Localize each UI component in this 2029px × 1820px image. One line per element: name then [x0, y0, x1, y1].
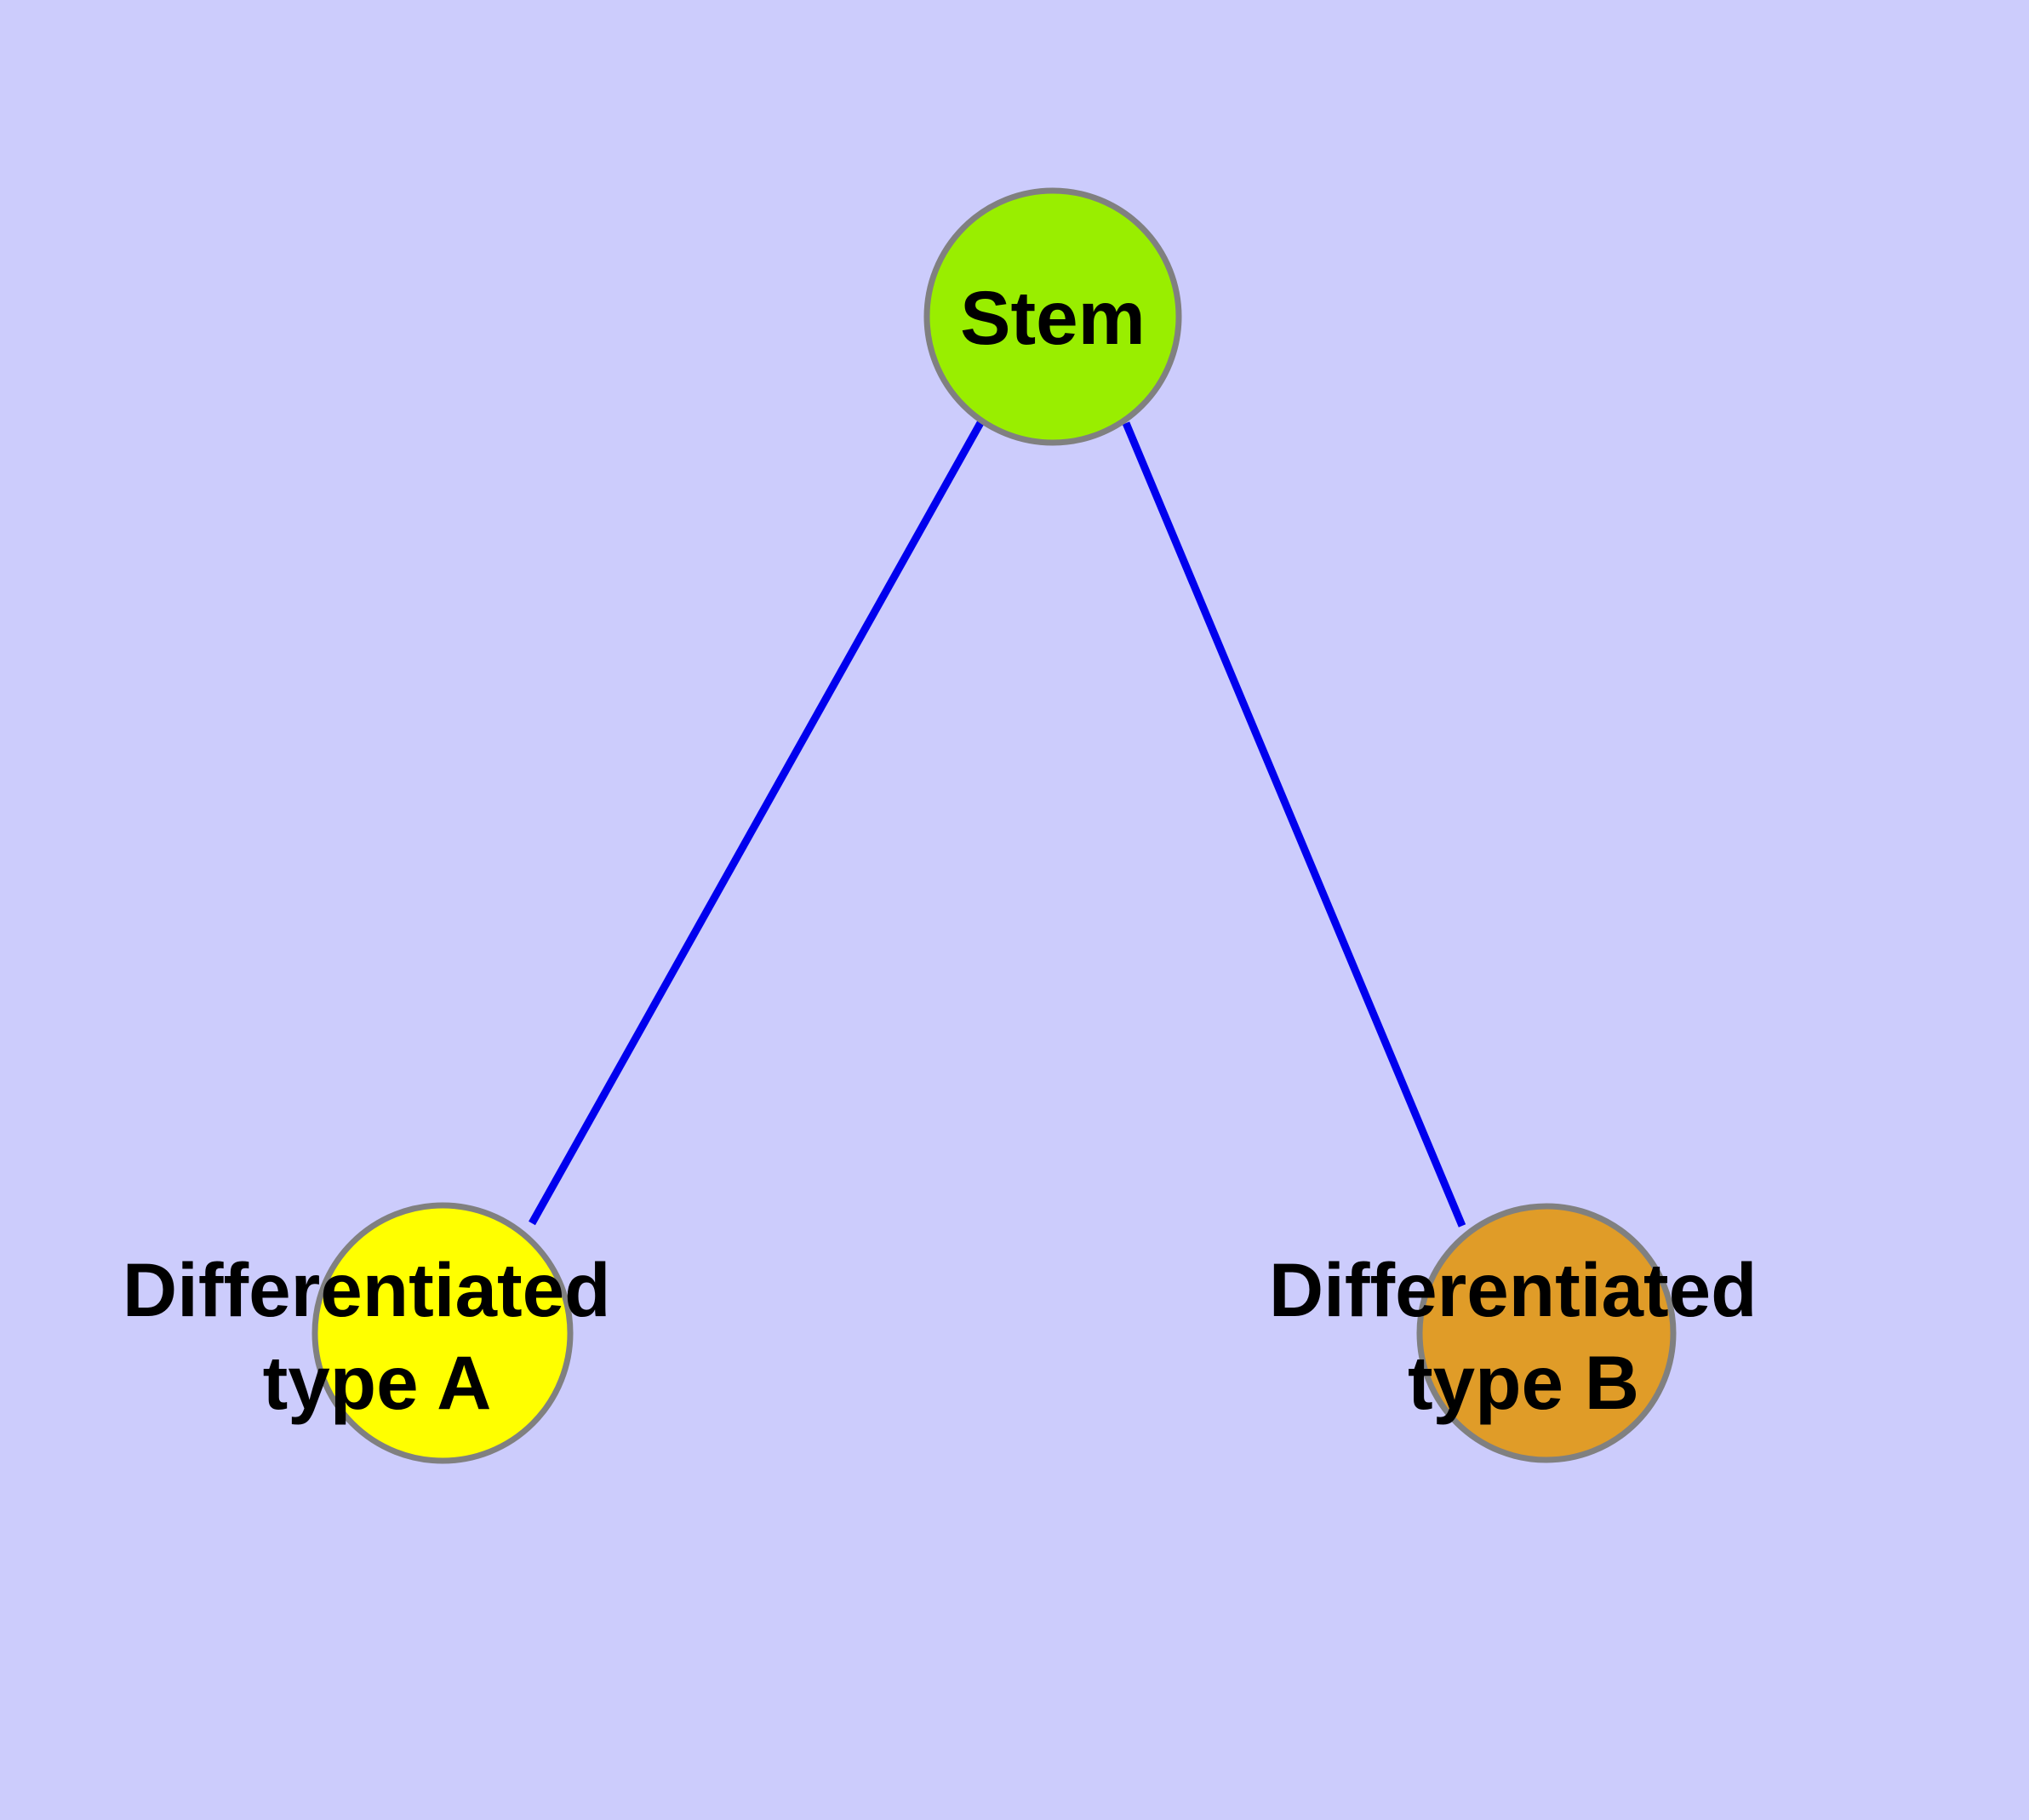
node-stem[interactable]: Stem	[923, 187, 1182, 446]
node-label-stem-line-1: Stem	[960, 275, 1146, 360]
node-label-differentiated-type-a-line-2: type A	[263, 1340, 492, 1425]
node-label-differentiated-type-b-line-1: Differentiated	[1269, 1247, 1758, 1332]
edge-stem-to-diff-b[interactable]	[1122, 421, 1466, 1228]
node-circle-differentiated-type-a[interactable]	[311, 1202, 574, 1464]
node-label-differentiated-type-a-line-1: Differentiated	[123, 1247, 611, 1332]
node-label-differentiated-type-b: Differentiated type B	[1269, 1247, 1778, 1425]
node-label-differentiated-type-b-line-2: type B	[1408, 1340, 1639, 1425]
edge-stem-to-diff-a[interactable]	[529, 419, 985, 1226]
nodes-group: Stem Differentiated type A Differentiate…	[123, 187, 1778, 1464]
node-label-differentiated-type-a: Differentiated type A	[123, 1247, 632, 1425]
node-circle-stem[interactable]	[923, 187, 1182, 446]
node-differentiated-type-b[interactable]: Differentiated type B	[1269, 1203, 1778, 1463]
node-differentiated-type-a[interactable]: Differentiated type A	[123, 1202, 632, 1464]
edges-group	[529, 419, 1466, 1228]
node-label-stem: Stem	[960, 275, 1146, 360]
node-circle-differentiated-type-b[interactable]	[1416, 1203, 1677, 1463]
